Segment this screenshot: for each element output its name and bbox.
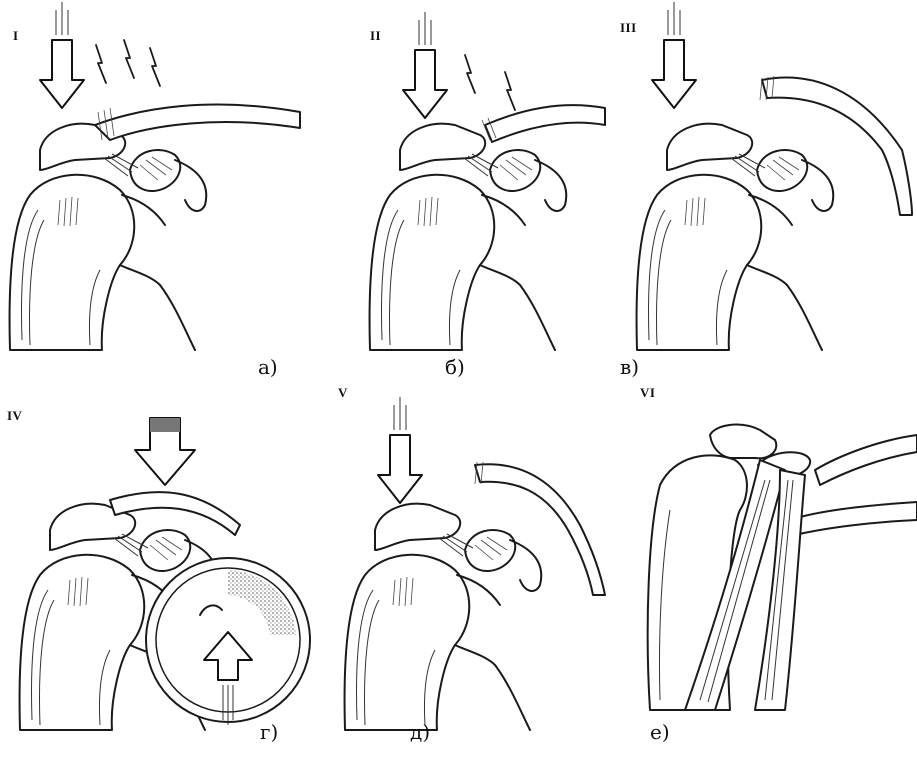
shoulder-illustration (640, 380, 917, 750)
shoulder-illustration (0, 380, 318, 750)
panel-caption: б) (445, 355, 465, 379)
shoulder-illustration (310, 0, 610, 360)
panel-type-iii: III в) (612, 0, 917, 380)
panel-type-i: I а) (0, 0, 305, 380)
panel-caption: г) (260, 720, 278, 744)
panel-caption: д) (410, 720, 430, 744)
downward-force-arrow (652, 2, 696, 108)
panel-caption: в) (620, 355, 639, 379)
shoulder-illustration (0, 0, 305, 360)
panel-type-ii: II б) (310, 0, 610, 380)
panel-type-v: V д) (330, 380, 630, 758)
shoulder-illustration (612, 0, 917, 360)
panel-caption: а) (258, 355, 278, 379)
panel-caption: е) (650, 720, 670, 744)
downward-force-arrow (378, 397, 422, 503)
shoulder-illustration (330, 380, 630, 750)
panel-type-vi: VI е) (640, 380, 917, 758)
downward-force-arrow (40, 2, 84, 108)
downward-force-arrow (403, 12, 447, 118)
panel-type-iv: IV г) (0, 380, 318, 758)
